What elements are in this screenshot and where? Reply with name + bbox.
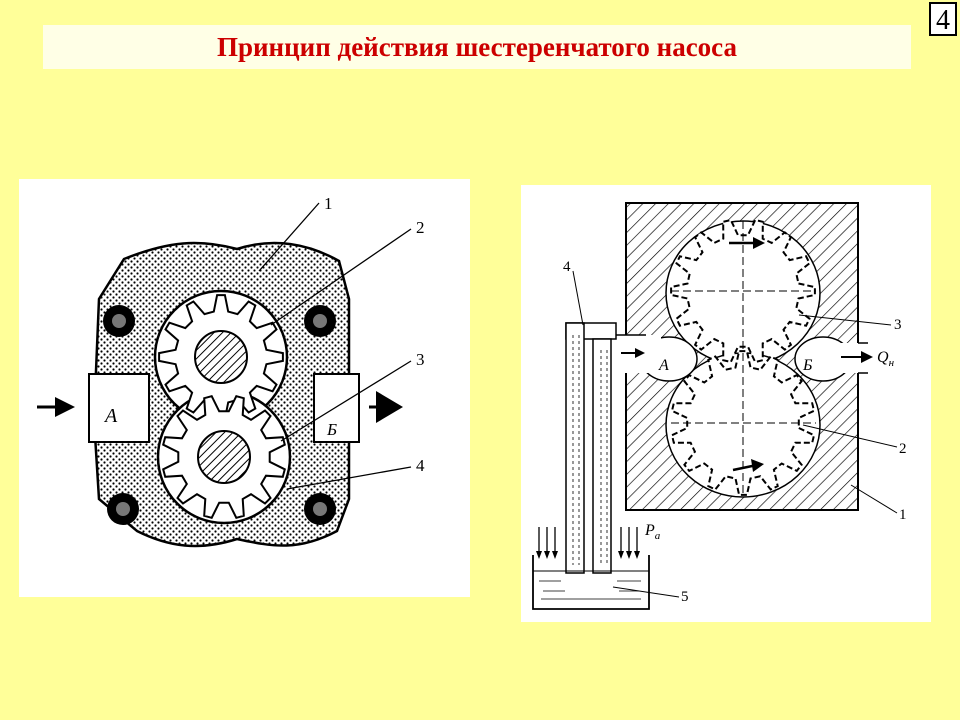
chamber-a-label: А xyxy=(658,357,669,374)
inflow-arrow-icon xyxy=(635,348,645,358)
outlet-arrow-icon xyxy=(376,391,403,423)
slide-title: Принцип действия шестеренчатого насоса xyxy=(216,32,737,62)
suction-pipe xyxy=(565,322,617,574)
reservoir xyxy=(532,555,650,610)
inlet-channel xyxy=(88,373,150,443)
chamber-b-label: Б xyxy=(802,357,813,374)
outlet-channel xyxy=(313,373,360,443)
callout-4: 4 xyxy=(563,259,571,275)
chamber-b-label: Б xyxy=(326,420,337,439)
chamber-a-label: А xyxy=(103,405,118,427)
rotation-arrow-top-icon xyxy=(753,237,765,249)
left-diagram-panel: А Б 1 2 3 4 xyxy=(19,179,470,597)
outflow-arrow-icon xyxy=(861,351,873,363)
pressure-arrows xyxy=(538,527,638,555)
callout-2: 2 xyxy=(899,441,907,457)
gear-pump-front-view: А Б 1 2 3 4 xyxy=(37,194,425,548)
gear-pump-section-view: А Б Qн Pa 4 3 2 1 5 xyxy=(532,202,907,610)
drive-shaft xyxy=(194,330,248,384)
callout-4: 4 xyxy=(416,456,425,475)
leader-lines xyxy=(572,270,898,598)
callout-2: 2 xyxy=(416,218,425,237)
title-bar: Принцип действия шестеренчатого насоса xyxy=(43,25,911,69)
leader-lines xyxy=(258,202,412,490)
right-diagram-panel: А Б Qн Pa 4 3 2 1 5 xyxy=(521,185,931,622)
callout-3: 3 xyxy=(894,317,902,333)
callout-5: 5 xyxy=(681,589,689,605)
bolt-holes xyxy=(103,305,336,525)
callout-1: 1 xyxy=(324,194,333,213)
callout-1: 1 xyxy=(899,507,907,523)
rotation-arrow-bottom-icon xyxy=(751,459,764,472)
page-number: 4 xyxy=(929,2,957,36)
flow-label: Qн xyxy=(877,349,895,369)
inlet-arrow-icon xyxy=(55,397,75,417)
center-lines xyxy=(671,221,816,497)
pressure-label: Pa xyxy=(644,522,661,542)
callout-3: 3 xyxy=(416,350,425,369)
driven-shaft xyxy=(197,430,251,484)
